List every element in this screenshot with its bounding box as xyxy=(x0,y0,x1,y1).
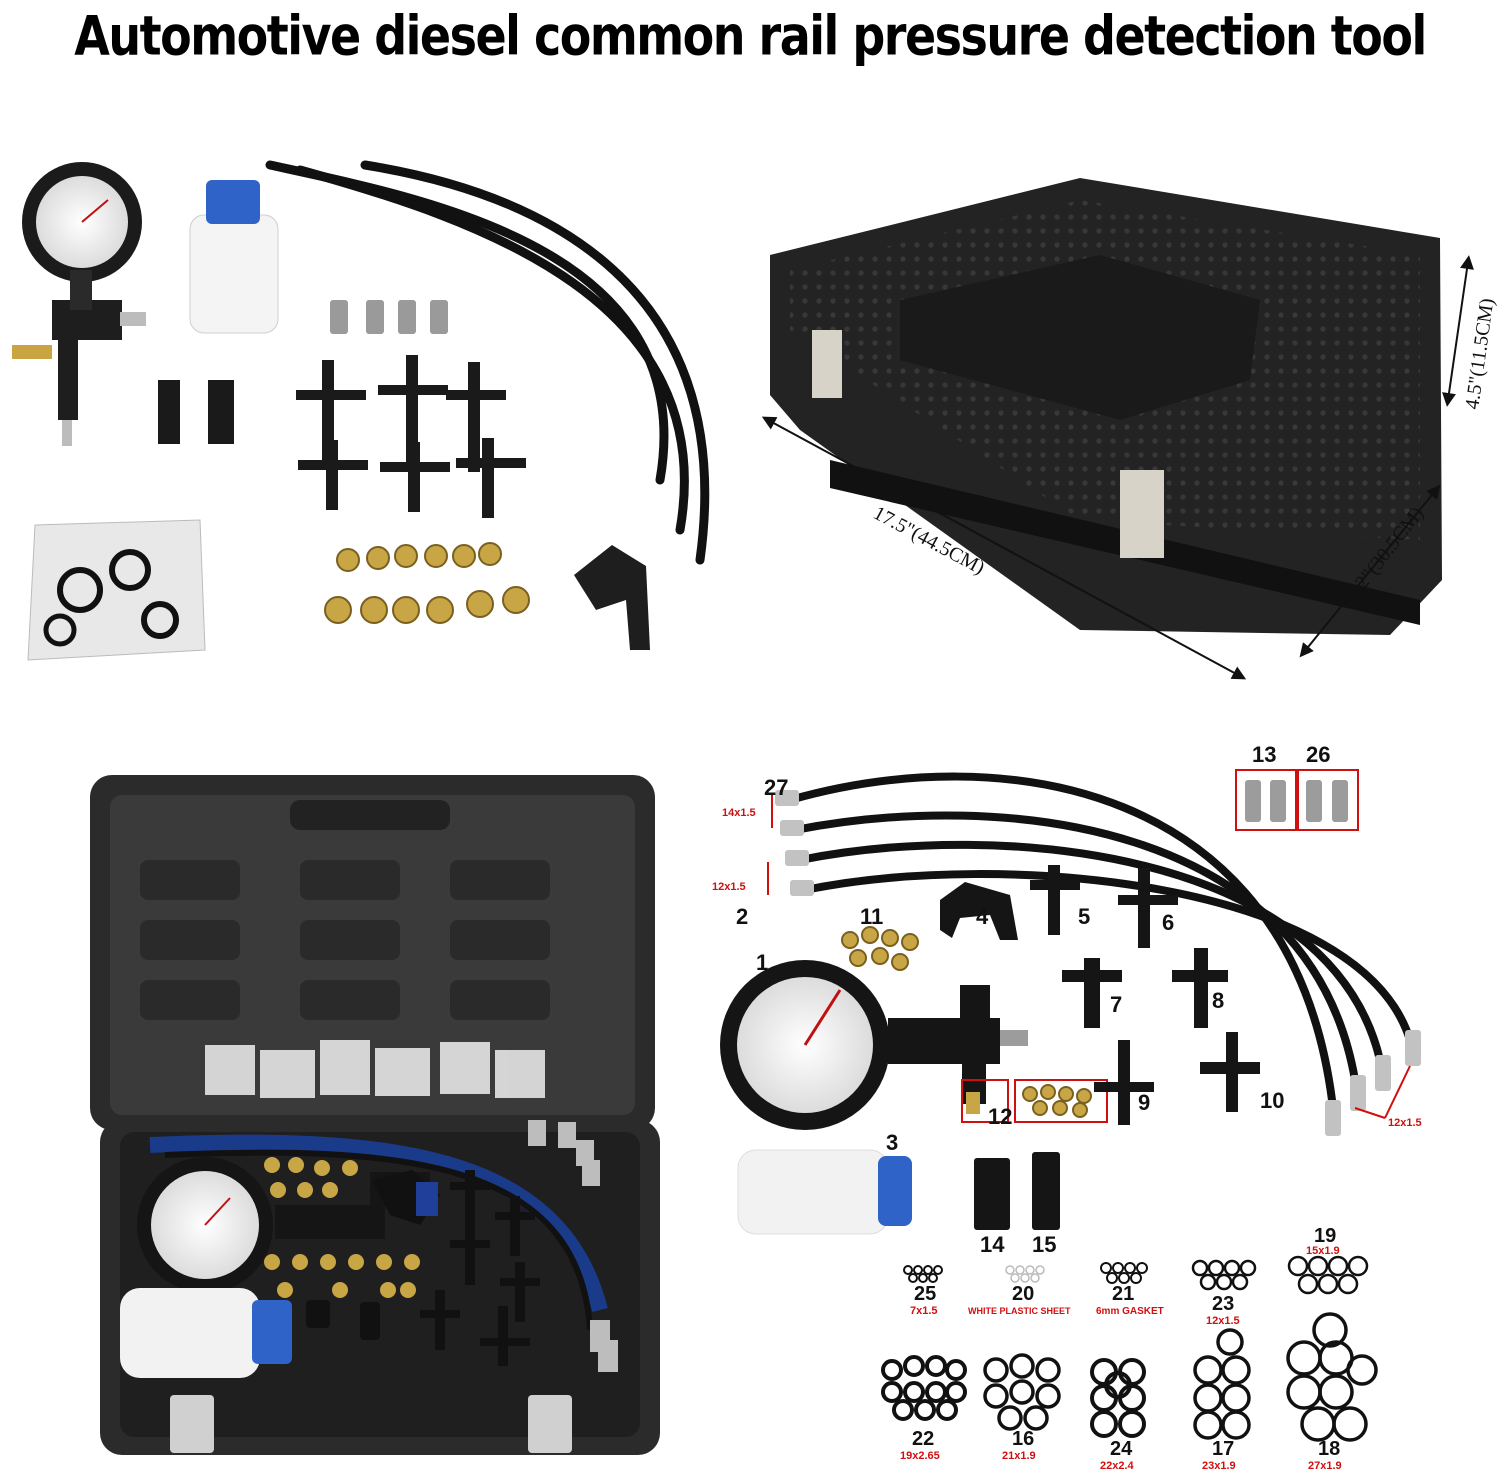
callout-10: 10 xyxy=(1260,1088,1284,1113)
callout-26: 26 xyxy=(1306,742,1330,767)
callout-7: 7 xyxy=(1110,992,1122,1017)
callout-13: 13 xyxy=(1252,742,1276,767)
callout-5: 5 xyxy=(1078,904,1090,929)
oring-number: 19 xyxy=(1314,1225,1336,1247)
thread-size-lower-hose: 12x1.5 xyxy=(712,881,746,893)
oring-item-21: 21 6mm GASKET xyxy=(1096,1283,1164,1317)
thread-size-hose-ends: 12x1.5 xyxy=(1388,1117,1422,1129)
hose-fittings xyxy=(775,790,1421,1136)
oring-item-16: 16 21x1.9 xyxy=(1002,1428,1036,1462)
oring-number: 22 xyxy=(912,1428,934,1450)
oring-item-24: 24 22x2.4 xyxy=(1100,1438,1135,1472)
wrench-top xyxy=(574,545,650,650)
callout-8: 8 xyxy=(1212,988,1224,1013)
callout-9: 9 xyxy=(1138,1090,1150,1115)
hoses-labelled xyxy=(786,772,1414,1104)
callout-1: 1 xyxy=(756,950,768,975)
page-title: Automotive diesel common rail pressure d… xyxy=(74,4,1427,68)
oring-size: 7x1.5 xyxy=(910,1305,938,1317)
callout-6: 6 xyxy=(1162,910,1174,935)
thread-size-top-hose: 14x1.5 xyxy=(722,807,756,819)
fluid-bottle-labelled xyxy=(737,1149,912,1235)
oring-labels: 25 7x1.5 20 WHITE PLASTIC SHEET 21 6mm G… xyxy=(900,1225,1342,1472)
oring-size: 21x1.9 xyxy=(1002,1450,1036,1462)
oring-bag-top xyxy=(27,519,206,661)
closed-case xyxy=(770,178,1442,635)
oring-size: 12x1.5 xyxy=(1206,1315,1240,1327)
callout-15: 15 xyxy=(1032,1232,1056,1257)
hoses-top xyxy=(265,160,710,565)
oring-number: 23 xyxy=(1212,1293,1234,1315)
callout-27: 27 xyxy=(764,775,788,800)
callout-14: 14 xyxy=(980,1232,1005,1257)
callout-3: 3 xyxy=(886,1130,898,1155)
callout-4: 4 xyxy=(976,904,989,929)
case-height-label: 4.5"(11.5CM) xyxy=(1461,297,1498,411)
oring-item-23: 23 12x1.5 xyxy=(1206,1293,1240,1327)
oring-size: 6mm GASKET xyxy=(1096,1306,1164,1317)
callout-11: 11 xyxy=(860,904,883,929)
fluid-bottle-top xyxy=(189,180,279,334)
fitting-parts-labelled xyxy=(940,865,1260,1230)
callout-numbers: 27 2 1 3 4 5 6 7 8 9 10 11 12 13 26 14 1… xyxy=(736,742,1330,1257)
black-adapters-top xyxy=(158,355,526,518)
oring-number: 16 xyxy=(1012,1428,1034,1450)
oring-number: 24 xyxy=(1110,1438,1133,1460)
adapters-13-26 xyxy=(1235,769,1359,831)
oring-size: 23x1.9 xyxy=(1202,1460,1236,1472)
oring-number: 17 xyxy=(1212,1438,1234,1460)
oring-number: 21 xyxy=(1112,1283,1134,1305)
callout-12: 12 xyxy=(988,1104,1012,1129)
oring-rings xyxy=(881,1255,1378,1442)
case-dimension-lines xyxy=(761,255,1474,680)
oring-number: 25 xyxy=(914,1283,936,1305)
nuts-labelled xyxy=(841,926,1108,1123)
oring-item-17: 17 23x1.9 xyxy=(1202,1438,1236,1472)
thread-size-markers xyxy=(767,795,1411,1119)
adapters-top xyxy=(330,300,448,334)
oring-item-19: 19 15x1.9 xyxy=(1306,1225,1340,1257)
gauge-assembly-labelled xyxy=(720,960,1028,1130)
callout-2: 2 xyxy=(736,904,748,929)
oring-item-25: 25 7x1.5 xyxy=(910,1283,938,1317)
oring-size: 15x1.9 xyxy=(1306,1245,1340,1257)
open-case xyxy=(90,775,660,1455)
nuts-top xyxy=(324,542,530,624)
oring-size: 19x2.65 xyxy=(900,1450,940,1462)
gauge-assembly-top xyxy=(12,162,146,446)
oring-number: 20 xyxy=(1012,1283,1034,1305)
oring-number: 18 xyxy=(1318,1438,1340,1460)
oring-size: WHITE PLASTIC SHEET xyxy=(968,1306,1071,1316)
oring-size: 27x1.9 xyxy=(1308,1460,1342,1472)
oring-item-22: 22 19x2.65 xyxy=(900,1428,940,1462)
oring-size: 22x2.4 xyxy=(1100,1460,1135,1472)
oring-item-20: 20 WHITE PLASTIC SHEET xyxy=(968,1283,1071,1316)
oring-item-18: 18 27x1.9 xyxy=(1308,1438,1342,1472)
